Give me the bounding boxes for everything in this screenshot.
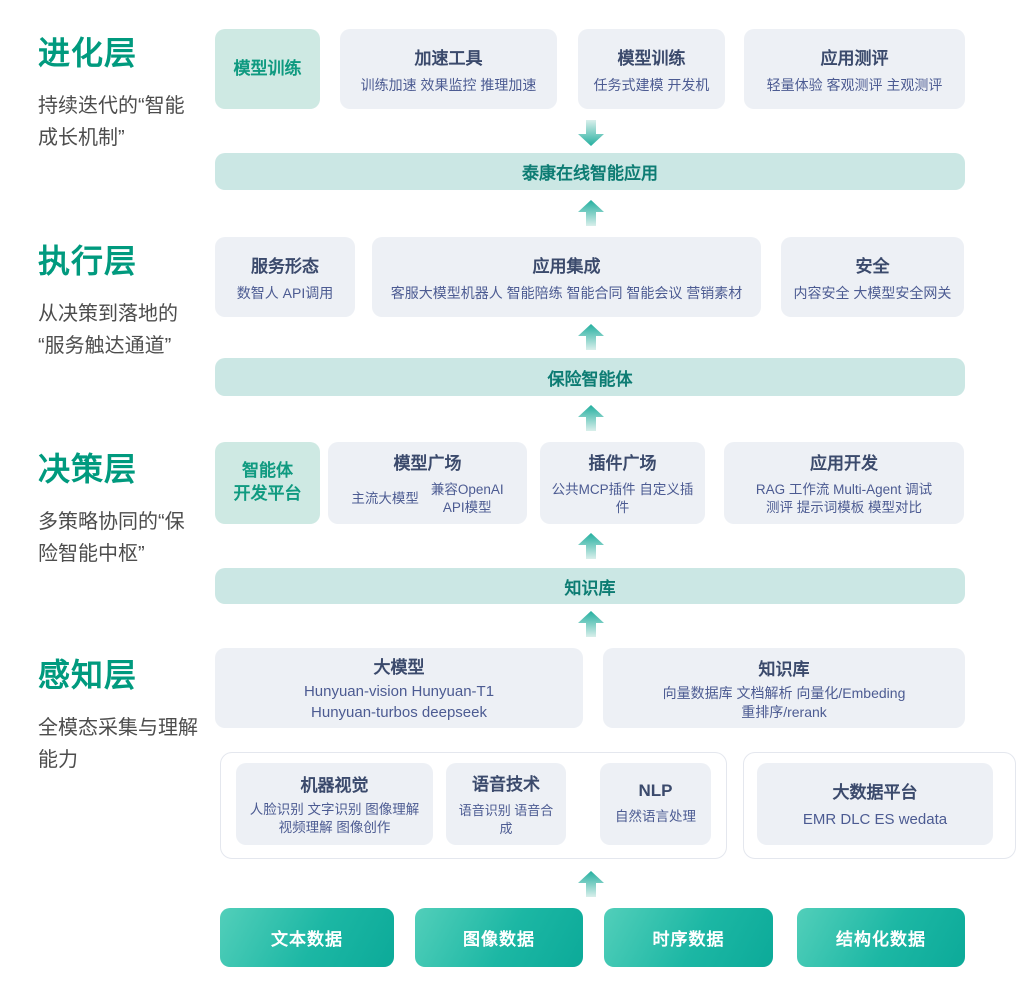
flow-arrow-up-icon (578, 533, 604, 559)
card-sub: Hunyuan-vision Hunyuan-T1 Hunyuan-turbos… (303, 683, 495, 721)
flow-arrow-up-icon (578, 324, 604, 350)
card-sub: EMR DLC ES wedata (802, 810, 948, 828)
card-sub: 轻量体验 客观测评 主观测评 (766, 76, 943, 93)
flow-arrow-up-icon (578, 871, 604, 897)
card-title: 模型训练 (617, 48, 686, 68)
layer-desc: 持续迭代的“智能 成长机制” (38, 95, 185, 150)
layer-title: 进化层 (38, 35, 138, 71)
card-service-forms: 服务形态 数智人 API调用 (215, 237, 355, 317)
layer-desc: 多策略协同的“保 险智能中枢” (38, 511, 185, 566)
card-sub: 内容安全 大模型安全网关 (793, 284, 952, 301)
layer-title: 感知层 (38, 657, 138, 693)
card-model-plaza: 模型广场 主流大模型 兼容OpenAI API模型 (328, 442, 527, 524)
pill-image-data: 图像数据 (415, 908, 583, 967)
card-sub: RAG 工作流 Multi-Agent 调试 测评 提示词模板 模型对比 (755, 481, 933, 515)
card-sub: 兼容OpenAI API模型 (430, 481, 504, 515)
card-label: 模型训练 (233, 58, 302, 78)
layer-label-evolution: 进化层 持续迭代的“智能 成长机制” (38, 28, 223, 155)
card-sub: 主流大模型 (351, 490, 419, 506)
card-title: NLP (638, 781, 673, 801)
card-label: 智能体 开发平台 (233, 461, 302, 503)
card-plugin-plaza: 插件广场 公共MCP插件 自定义插件 (540, 442, 705, 524)
card-big-data-platform: 大数据平台 EMR DLC ES wedata (757, 763, 993, 845)
flow-arrow-down-icon (578, 120, 604, 146)
card-sub-row: 主流大模型 兼容OpenAI API模型 (351, 481, 503, 517)
card-agent-dev-platform-highlight: 智能体 开发平台 (215, 442, 320, 524)
card-title: 模型广场 (393, 453, 462, 473)
band-label: 保险智能体 (547, 369, 633, 389)
band-label: 泰康在线智能应用 (522, 164, 658, 183)
card-knowledge-base: 知识库 向量数据库 文档解析 向量化/Embeding 重排序/rerank (603, 648, 965, 728)
card-sub: 训练加速 效果监控 推理加速 (360, 76, 537, 93)
card-machine-vision: 机器视觉 人脸识别 文字识别 图像理解 视频理解 图像创作 (236, 763, 433, 845)
card-title: 大模型 (373, 658, 425, 678)
card-title: 加速工具 (414, 48, 483, 68)
card-title: 语音技术 (472, 775, 540, 795)
card-sub: 任务式建模 开发机 (593, 76, 710, 93)
layer-label-perception: 感知层 全模态采集与理解 能力 (38, 650, 223, 777)
card-title: 服务形态 (251, 256, 319, 276)
pill-label: 图像数据 (463, 930, 535, 949)
layer-title: 决策层 (38, 451, 138, 487)
band-label: 知识库 (564, 578, 616, 598)
card-security: 安全 内容安全 大模型安全网关 (781, 237, 964, 317)
layer-label-execution: 执行层 从决策到落地的 “服务触达通道” (38, 236, 223, 363)
pill-structured-data: 结构化数据 (797, 908, 965, 967)
card-speech-tech: 语音技术 语音识别 语音合成 (446, 763, 566, 845)
pill-text-data: 文本数据 (220, 908, 394, 967)
card-large-models: 大模型 Hunyuan-vision Hunyuan-T1 Hunyuan-tu… (215, 648, 583, 728)
card-title: 应用测评 (820, 48, 889, 68)
card-title: 应用集成 (532, 256, 601, 276)
pill-timeseries-data: 时序数据 (604, 908, 773, 967)
card-app-evaluation: 应用测评 轻量体验 客观测评 主观测评 (744, 29, 965, 109)
card-sub: 人脸识别 文字识别 图像理解 视频理解 图像创作 (249, 801, 420, 835)
flow-arrow-up-icon (578, 200, 604, 226)
layer-label-decision: 决策层 多策略协同的“保 险智能中枢” (38, 444, 223, 571)
card-sub: 公共MCP插件 自定义插件 (551, 481, 694, 515)
layer-desc: 从决策到落地的 “服务触达通道” (38, 303, 178, 358)
card-sub: 客服大模型机器人 智能陪练 智能合同 智能会议 营销素材 (390, 284, 743, 301)
pill-label: 结构化数据 (836, 930, 926, 949)
card-title: 大数据平台 (832, 782, 918, 802)
card-title: 机器视觉 (300, 775, 369, 795)
card-sub: 语音识别 语音合成 (458, 803, 554, 836)
flow-arrow-up-icon (578, 405, 604, 431)
card-sub: 自然语言处理 (615, 809, 696, 825)
flow-arrow-up-icon (578, 611, 604, 637)
band-knowledge-base: 知识库 (215, 568, 965, 604)
card-title: 插件广场 (588, 453, 657, 473)
card-title: 知识库 (758, 659, 810, 679)
layer-desc: 全模态采集与理解 能力 (38, 717, 198, 772)
card-title: 安全 (855, 256, 890, 276)
card-sub: 数智人 API调用 (236, 284, 334, 301)
card-sub: 向量数据库 文档解析 向量化/Embeding 重排序/rerank (662, 684, 906, 720)
pill-label: 时序数据 (652, 930, 725, 949)
card-model-training-highlight: 模型训练 (215, 29, 320, 109)
card-app-integration: 应用集成 客服大模型机器人 智能陪练 智能合同 智能会议 营销素材 (372, 237, 761, 317)
card-nlp: NLP 自然语言处理 (600, 763, 711, 845)
card-title: 应用开发 (810, 453, 878, 473)
card-app-development: 应用开发 RAG 工作流 Multi-Agent 调试 测评 提示词模板 模型对… (724, 442, 964, 524)
card-acceleration-tools: 加速工具 训练加速 效果监控 推理加速 (340, 29, 557, 109)
band-taikang-smart-apps: 泰康在线智能应用 (215, 153, 965, 190)
pill-label: 文本数据 (271, 930, 343, 949)
card-model-training: 模型训练 任务式建模 开发机 (578, 29, 725, 109)
layer-title: 执行层 (38, 243, 138, 279)
band-insurance-agent: 保险智能体 (215, 358, 965, 396)
